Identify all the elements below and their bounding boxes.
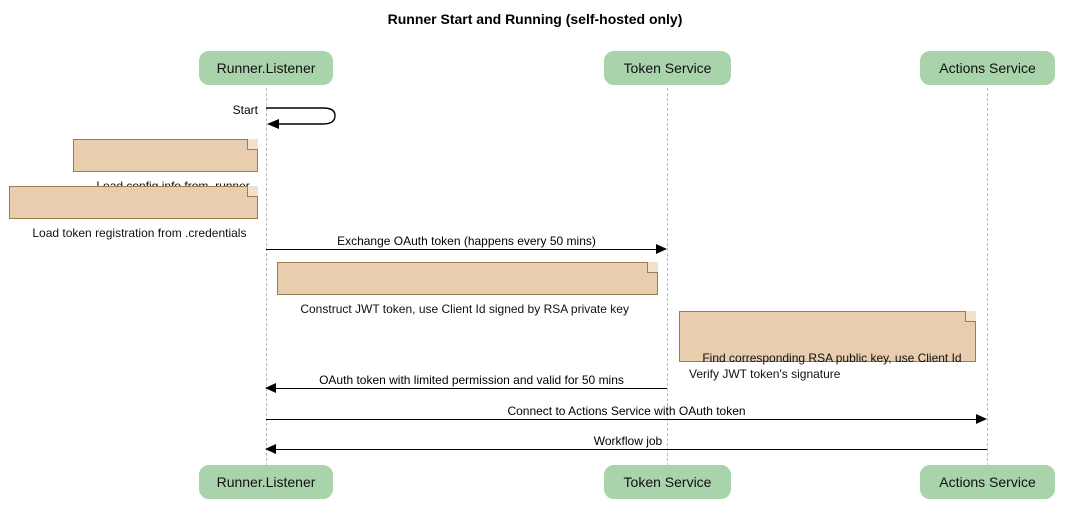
message-label-start: Start (232, 103, 258, 117)
note-text: Construct JWT token, use Client Id signe… (300, 302, 629, 316)
message-label-oauth-token-response: OAuth token with limited permission and … (319, 373, 624, 387)
note-load-config-info: Load config info from .runner (73, 139, 258, 193)
note-construct-jwt-token: Construct JWT token, use Client Id signe… (277, 262, 658, 316)
message-line-workflow-job (275, 449, 987, 450)
message-line-oauth-token-response (275, 388, 667, 389)
participant-label: Runner.Listener (216, 60, 316, 76)
participant-runner-listener-bottom[interactable]: Runner.Listener (199, 465, 333, 499)
note-fold-corner-icon (247, 186, 258, 197)
participant-runner-listener-top[interactable]: Runner.Listener (199, 51, 333, 85)
participant-label: Runner.Listener (216, 474, 316, 490)
diagram-title: Runner Start and Running (self-hosted on… (387, 11, 683, 27)
arrowhead-right-icon (656, 244, 667, 254)
message-line-connect-to-actions-service (266, 419, 978, 420)
note-verify-jwt-token: Find corresponding RSA public key, use C… (679, 311, 976, 381)
participant-label: Actions Service (939, 60, 1036, 76)
note-text: Find corresponding RSA public key, use C… (689, 351, 962, 381)
message-line-exchange-oauth-token (266, 249, 658, 250)
note-fold-corner-icon (965, 311, 976, 322)
participant-token-service-top[interactable]: Token Service (604, 51, 731, 85)
message-label-exchange-oauth-token: Exchange OAuth token (happens every 50 m… (337, 234, 596, 248)
participant-actions-service-bottom[interactable]: Actions Service (920, 465, 1055, 499)
message-label-workflow-job: Workflow job (593, 434, 663, 448)
arrowhead-right-icon (976, 414, 987, 424)
participant-label: Token Service (623, 60, 712, 76)
participant-token-service-bottom[interactable]: Token Service (604, 465, 731, 499)
note-text: Load token registration from .credential… (32, 226, 247, 240)
participant-actions-service-top[interactable]: Actions Service (920, 51, 1055, 85)
message-self-loop-start (265, 103, 343, 131)
lifeline-actions-service (987, 88, 988, 466)
arrowhead-left-icon (265, 383, 276, 393)
lifeline-runner (266, 88, 267, 466)
note-fold-corner-icon (247, 139, 258, 150)
message-label-connect-to-actions-service: Connect to Actions Service with OAuth to… (507, 404, 746, 418)
participant-label: Token Service (623, 474, 712, 490)
note-fold-corner-icon (647, 262, 658, 273)
participant-label: Actions Service (939, 474, 1036, 490)
lifeline-token-service (667, 88, 668, 466)
arrowhead-left-icon (265, 444, 276, 454)
note-load-token-registration: Load token registration from .credential… (9, 186, 258, 240)
